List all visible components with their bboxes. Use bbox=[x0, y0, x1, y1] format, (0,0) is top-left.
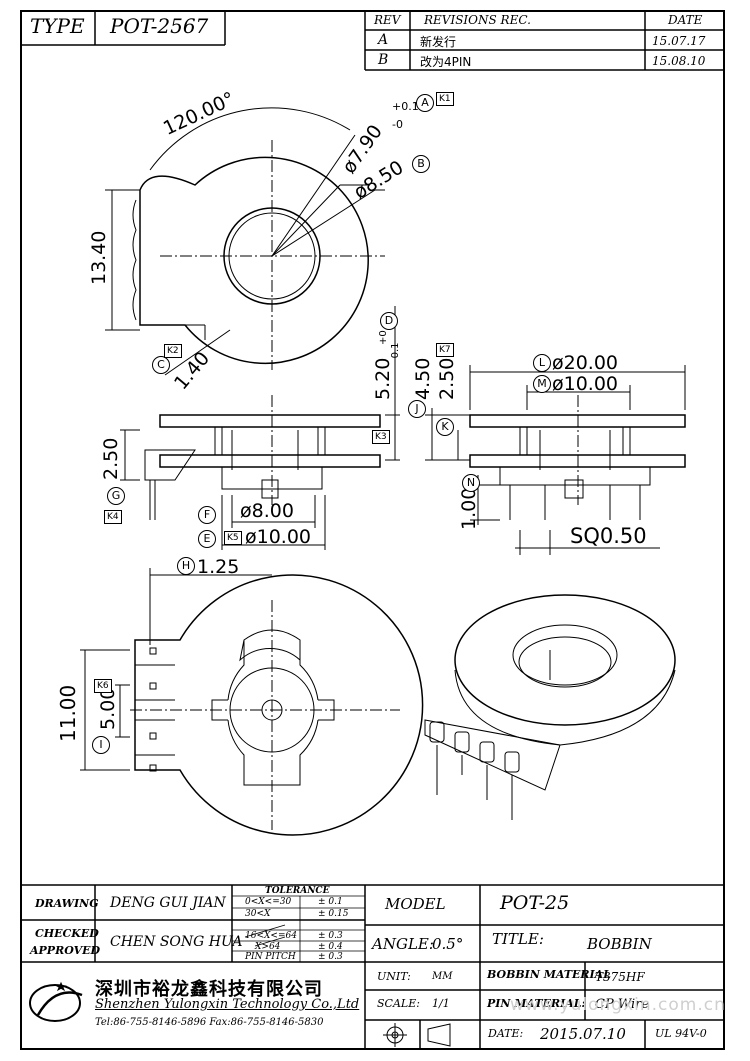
dim-d20-00: ø20.00 bbox=[552, 352, 619, 374]
scale-label: SCALE: bbox=[377, 997, 420, 1010]
label-i: I bbox=[92, 736, 110, 754]
dim-13-40: 13.40 bbox=[88, 230, 110, 285]
title-block-grid bbox=[20, 884, 725, 1050]
tol-5-20-lo: -0.1 bbox=[390, 342, 401, 362]
company-logo-icon bbox=[29, 981, 83, 1022]
title-label: TITLE: bbox=[492, 930, 544, 948]
model-label: MODEL bbox=[385, 895, 446, 913]
dim-4-50: 4.50 bbox=[412, 357, 434, 400]
rev-label: REV bbox=[374, 13, 401, 27]
unit-value: MM bbox=[432, 971, 453, 982]
drawing-value: DENG GUI JIAN bbox=[110, 895, 226, 911]
dim-sq0-50: SQ0.50 bbox=[570, 524, 647, 548]
company-name-en: Shenzhen Yulongxin Technology Co.,Ltd bbox=[95, 997, 360, 1012]
rev-b-date: 15.08.10 bbox=[652, 54, 706, 68]
rev-b: B bbox=[378, 52, 389, 68]
projection-symbol-icon bbox=[383, 1023, 451, 1047]
dim-11-00: 11.00 bbox=[56, 684, 80, 742]
tol-value-3: ± 0.4 bbox=[318, 942, 343, 952]
key-k3: K3 bbox=[372, 430, 390, 444]
bobbin-material-value: T375HF bbox=[595, 970, 645, 984]
type-value: POT-2567 bbox=[110, 14, 209, 38]
dim-1-00: 1.00 bbox=[458, 487, 480, 530]
bottom-view bbox=[80, 568, 424, 836]
ul-value: UL 94V-0 bbox=[655, 1027, 707, 1040]
drawing-frame bbox=[20, 10, 725, 1050]
company-contact: Tel:86-755-8146-5896 Fax:86-755-8146-583… bbox=[95, 1017, 324, 1028]
scale-value: 1/1 bbox=[432, 997, 450, 1010]
revisions-label: REVISIONS REC. bbox=[424, 13, 531, 27]
date-label: DATE: bbox=[488, 1027, 524, 1040]
rev-a: A bbox=[378, 32, 389, 48]
model-value: POT-25 bbox=[500, 892, 570, 914]
watermark: www.yulongxin.com.cn bbox=[510, 995, 726, 1015]
tol-range-4: PIN PITCH bbox=[245, 952, 296, 962]
label-j: J bbox=[408, 400, 426, 418]
approved-label: APPROVED bbox=[30, 944, 101, 957]
dim-2-50-right: 2.50 bbox=[436, 357, 458, 400]
label-m: M bbox=[533, 375, 551, 393]
tol-value-4: ± 0.3 bbox=[318, 952, 343, 962]
isometric-view bbox=[424, 594, 676, 820]
tol-range-1: 30<X bbox=[245, 909, 271, 919]
rev-a-desc: 新发行 bbox=[420, 35, 457, 49]
tol-range-3: X>64 bbox=[255, 942, 281, 952]
type-label: TYPE bbox=[30, 14, 85, 38]
label-l: L bbox=[533, 354, 551, 372]
tol-range-2: 16<X<=64 bbox=[245, 931, 297, 941]
checked-value: CHEN SONG HUA bbox=[110, 934, 243, 950]
dim-d10-00-left: ø10.00 bbox=[245, 526, 312, 548]
key-k1: K1 bbox=[436, 92, 454, 106]
pin-material-value: CP Wire bbox=[595, 997, 650, 1012]
key-k2: K2 bbox=[164, 344, 182, 358]
company-name-cn: 深圳市裕龙鑫科技有限公司 bbox=[95, 979, 323, 1000]
label-g: G bbox=[107, 487, 125, 505]
rev-a-date: 15.07.17 bbox=[652, 34, 706, 48]
front-view-left bbox=[120, 306, 400, 550]
label-e: E bbox=[198, 530, 216, 548]
key-k5: K5 bbox=[224, 531, 242, 545]
dim-2-50-left: 2.50 bbox=[100, 437, 122, 480]
label-d: D bbox=[380, 312, 398, 330]
label-h: H bbox=[177, 557, 195, 575]
header-grid bbox=[20, 10, 725, 71]
tolerance-grid bbox=[232, 895, 365, 962]
tol-range-0: 0<X<=30 bbox=[245, 897, 292, 907]
date-value: 2015.07.10 bbox=[540, 1025, 626, 1043]
rev-b-desc: 改为4PIN bbox=[420, 55, 472, 69]
tol-5-20-hi: +0 bbox=[378, 330, 389, 345]
label-f: F bbox=[198, 506, 216, 524]
tol-value-1: ± 0.15 bbox=[318, 909, 349, 919]
top-view bbox=[105, 107, 385, 376]
dim-d10-00-right: ø10.00 bbox=[552, 373, 619, 395]
label-b: B bbox=[412, 155, 430, 173]
tol-value-0: ± 0.1 bbox=[318, 897, 343, 907]
label-c: C bbox=[152, 356, 170, 374]
tolerance-label: TOLERANCE bbox=[265, 886, 330, 896]
tol-7-90-hi: +0.1 bbox=[392, 100, 419, 113]
dim-d8-00: ø8.00 bbox=[240, 500, 294, 522]
title-value: BOBBIN bbox=[587, 935, 652, 953]
checked-label: CHECKED bbox=[35, 927, 99, 940]
tol-7-90-lo: -0 bbox=[392, 118, 403, 131]
pin-material-label: PIN MATERIAL: bbox=[487, 997, 586, 1010]
dim-1-25: 1.25 bbox=[197, 556, 240, 578]
label-a: A bbox=[416, 94, 434, 112]
label-n: N bbox=[462, 474, 480, 492]
key-k6: K6 bbox=[94, 679, 112, 693]
front-view-right bbox=[425, 365, 686, 555]
angle-label: ANGLE: bbox=[372, 935, 434, 953]
drawing-label: DRAWING bbox=[35, 897, 99, 910]
dim-5-20: 5.20 bbox=[372, 357, 394, 400]
angle-value: 0.5° bbox=[432, 935, 464, 953]
date-header-label: DATE bbox=[668, 13, 703, 27]
tol-value-2: ± 0.3 bbox=[318, 931, 343, 941]
bobbin-material-label: BOBBIN MATERIAL bbox=[487, 968, 611, 981]
unit-label: UNIT: bbox=[377, 970, 411, 983]
key-k7: K7 bbox=[436, 343, 454, 357]
dim-5-00: 5.00 bbox=[97, 687, 119, 730]
label-k: K bbox=[436, 418, 454, 436]
key-k4: K4 bbox=[104, 510, 122, 524]
